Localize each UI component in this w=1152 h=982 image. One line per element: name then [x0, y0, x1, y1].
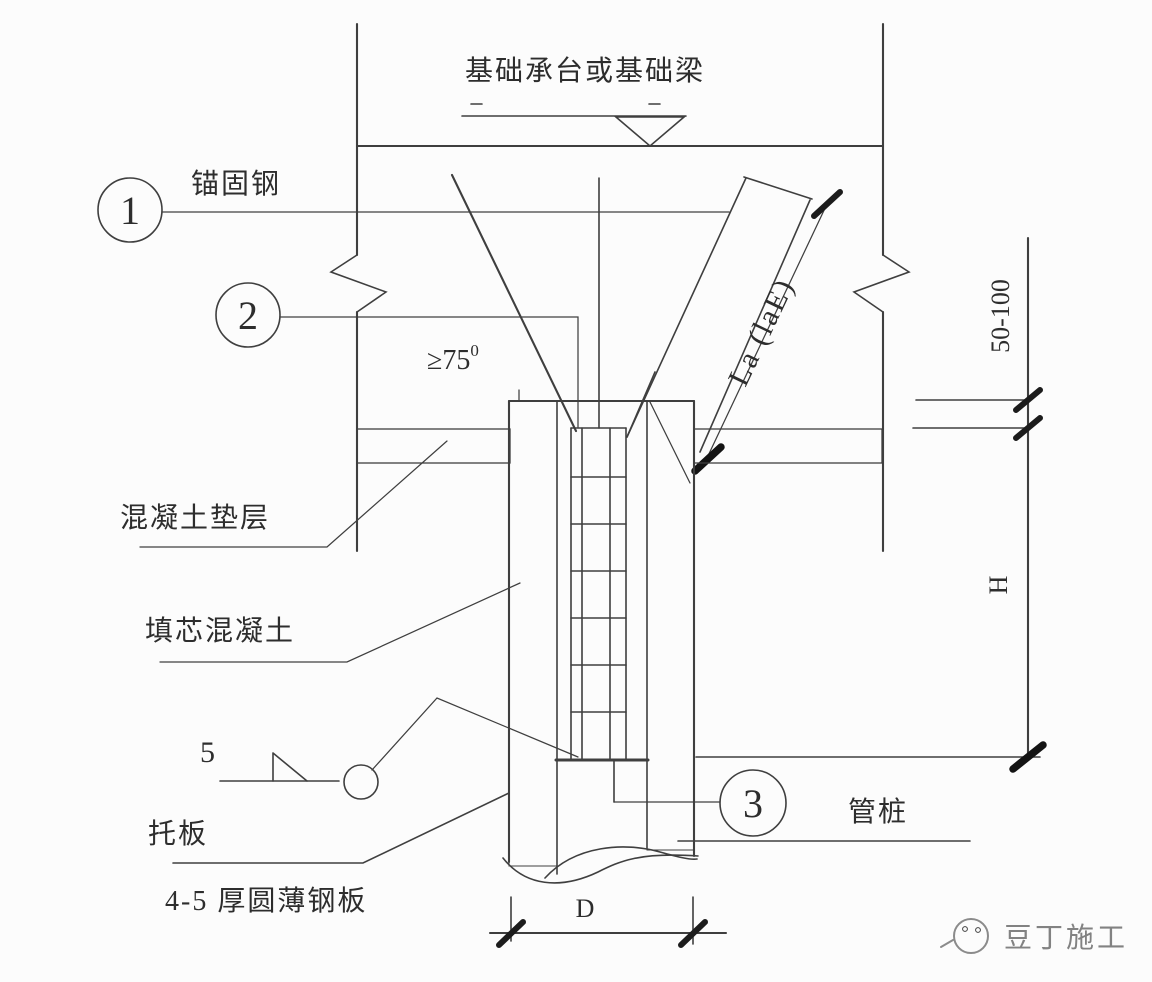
cushion-callout: 混凝土垫层 [120, 440, 448, 548]
callout-2: 2 [215, 282, 579, 428]
anchor-bar-main-left-edge [626, 177, 747, 438]
callout-3-balloon [719, 769, 787, 837]
angle-label: ≥750 [427, 341, 479, 376]
anchor-steel-label: 锚固钢 [191, 168, 281, 200]
weld-leader [371, 697, 579, 771]
dim-tick-pile-top [1013, 387, 1043, 413]
dim-la-line [706, 203, 828, 459]
reinforcement-cage [554, 427, 650, 803]
support-plate-leader [172, 792, 510, 864]
level-symbol [461, 103, 687, 148]
core-fill-leader [159, 582, 521, 663]
cushion-band-left [356, 428, 511, 464]
dim-la-tick-top [811, 189, 843, 219]
anchor-bar-main-right-edge [699, 199, 811, 453]
watermark-label: 豆丁施工 [1004, 922, 1128, 954]
cage-rungs [570, 427, 627, 713]
callout-1-number: 1 [120, 188, 140, 233]
callout-3: 3 管桩 [613, 769, 971, 842]
cushion-leader [139, 440, 448, 548]
dim-la-label: La (laE) [722, 273, 801, 391]
callout-2-number: 2 [238, 293, 258, 338]
anchor-bars [450, 173, 813, 484]
weld-size-label: 5 [200, 736, 215, 769]
pile-bottom-break-arc-2 [544, 846, 698, 879]
watermark-face-eye-right [975, 927, 981, 933]
anchor-bar-left [450, 173, 578, 433]
core-fill-callout: 填芯混凝土 [145, 582, 521, 663]
left-wall-break-symbol [329, 254, 388, 313]
dim-d-label: D [576, 894, 595, 923]
watermark-face-eye-left [962, 926, 968, 932]
pile-wall-right-hatch [646, 400, 695, 851]
concrete-cushion [356, 428, 883, 464]
weld-all-around-circle-icon [343, 764, 379, 800]
dim-embed-label: 50-100 [986, 279, 1015, 353]
watermark-face-icon [953, 918, 989, 954]
dim-tick-plate-level [1009, 741, 1047, 773]
pipe-pile [502, 389, 699, 884]
drawing-title: 基础承台或基础梁 [465, 55, 705, 87]
dim-d-tick-left [496, 919, 526, 948]
right-wall-break-symbol [852, 254, 911, 313]
callout-2-balloon [215, 282, 281, 348]
dim-h-label: H [984, 575, 1013, 594]
dim-d-tick-right [678, 919, 708, 948]
watermark-face-tail [940, 939, 954, 948]
steel-plate-label: 4-5 厚圆薄钢板 [165, 885, 367, 917]
fillet-weld-triangle-icon [272, 752, 308, 782]
pile-bottom-break-arc-1 [502, 854, 699, 884]
callout-2-leader [279, 316, 579, 428]
anchor-bar-bend-into-pile [649, 401, 691, 484]
anchor-bar-main-top-cap [743, 176, 813, 200]
callout-1-balloon [97, 177, 163, 243]
dim-diameter: D [488, 894, 728, 948]
plate-callout: 托板 4-5 厚圆薄钢板 [148, 792, 510, 917]
dim-tick-beam-bottom [1013, 415, 1043, 441]
dim-right-chain: 50-100 H [695, 236, 1047, 773]
cushion-label: 混凝土垫层 [120, 502, 270, 534]
weld-symbol: 5 [200, 697, 579, 800]
dim-la-tick-bottom [691, 443, 725, 475]
level-symbol-triangle-icon [613, 116, 687, 148]
support-plate-label: 托板 [148, 818, 208, 850]
cage-vertical-bars [570, 427, 627, 761]
watermark: 豆丁施工 [940, 918, 1128, 954]
core-fill-label: 填芯混凝土 [145, 615, 295, 647]
pipe-pile-label: 管桩 [848, 796, 908, 828]
dim-d-witness-lines [510, 896, 694, 945]
pile-wall-left-hatch [508, 400, 558, 867]
callout-1: 1 锚固钢 [97, 168, 730, 243]
foundation-beam [329, 22, 911, 553]
callout-3-number: 3 [743, 781, 763, 826]
